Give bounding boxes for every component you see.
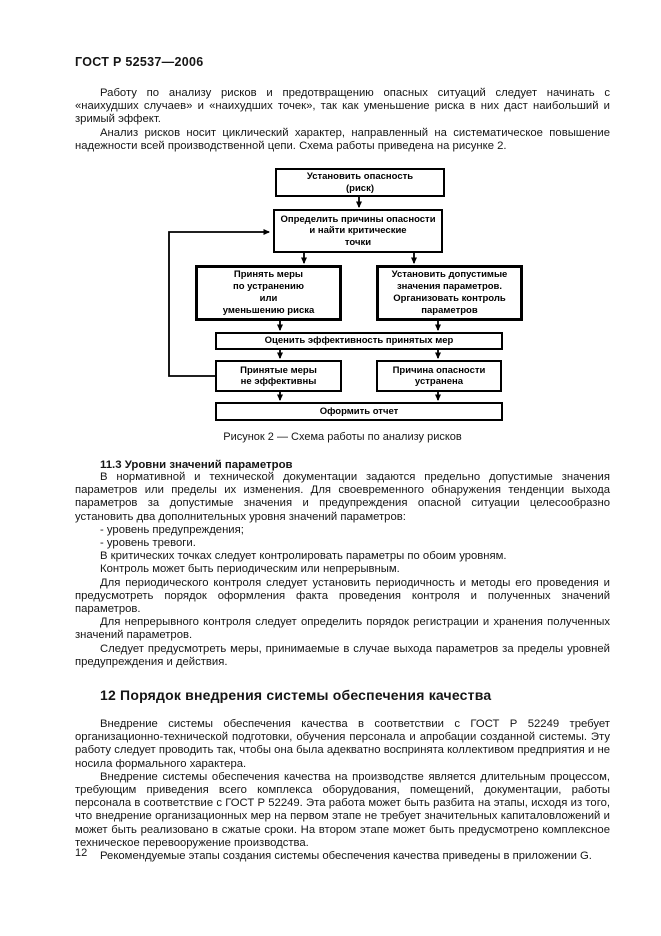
page-content: Работу по анализу рисков и предотвращени… [75, 87, 610, 863]
paragraph: Контроль может быть периодическим или не… [100, 563, 400, 576]
flowchart-connectors [168, 197, 441, 402]
paragraph: Работу по анализу рисков и предотвращени… [75, 87, 610, 126]
paragraph: Анализ рисков носит циклический характер… [75, 126, 610, 152]
flow-box-set-limits: Установить допустимые значения параметро… [376, 265, 523, 322]
paragraph: Для периодического контроля следует уста… [75, 576, 610, 616]
document-header: ГОСТ Р 52537—2006 [75, 55, 204, 69]
risk-analysis-flowchart: Установить опасность (риск) Определить п… [0, 166, 661, 424]
paragraph: Для непрерывного контроля следует опреде… [75, 616, 610, 642]
list-item: - уровень тревоги. [100, 537, 196, 550]
paragraph: Внедрение системы обеспечения качества н… [75, 770, 610, 849]
flow-box-establish-hazard: Установить опасность (риск) [275, 168, 445, 198]
paragraph: В нормативной и технической документации… [75, 471, 610, 523]
section-11-3-title: 11.3 Уровни значений параметров [100, 459, 293, 472]
flow-box-cause-eliminated: Причина опасности устранена [376, 360, 502, 393]
flow-box-make-report: Оформить отчет [215, 402, 503, 422]
list-item: - уровень предупреждения; [100, 523, 244, 536]
paragraph: В критических точках следует контролиров… [100, 550, 507, 563]
figure-caption: Рисунок 2 — Схема работы по анализу риск… [223, 431, 462, 444]
flow-box-evaluate-effectiveness: Оценить эффективность принятых мер [215, 332, 503, 351]
flow-box-measures-not-effective: Принятые меры не эффективны [215, 360, 342, 393]
paragraph: Внедрение системы обеспечения качества в… [75, 718, 610, 770]
flow-box-determine-causes: Определить причины опасности и найти кри… [273, 209, 443, 254]
page-number: 12 [75, 847, 88, 859]
flow-box-take-measures: Принять меры по устранению или уменьшени… [195, 265, 342, 322]
section-12-title: 12 Порядок внедрения системы обеспечения… [100, 687, 492, 704]
paragraph: Следует предусмотреть меры, принимаемые … [75, 642, 610, 668]
paragraph: Рекомендуемые этапы создания системы обе… [100, 850, 592, 863]
